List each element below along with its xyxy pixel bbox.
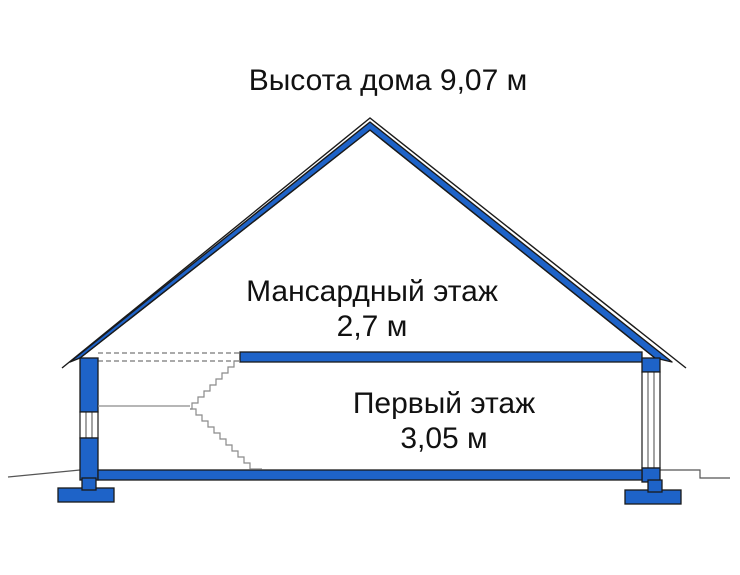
house-height-title: Высота дома 9,07 м [249, 64, 528, 97]
attic-floor-height: 2,7 м [337, 310, 408, 343]
left-wall [79, 357, 99, 481]
staircase [98, 360, 262, 470]
attic-floor-name: Мансардный этаж [246, 275, 498, 308]
attic-floor-slab [239, 351, 643, 363]
ground-line [7, 469, 730, 479]
ground-floor-name: Первый этаж [353, 387, 535, 420]
ground-floor-slab [97, 469, 643, 481]
ground-floor-height: 3,05 м [400, 422, 487, 455]
right-wall [641, 357, 661, 483]
stairwell-opening [98, 352, 240, 362]
